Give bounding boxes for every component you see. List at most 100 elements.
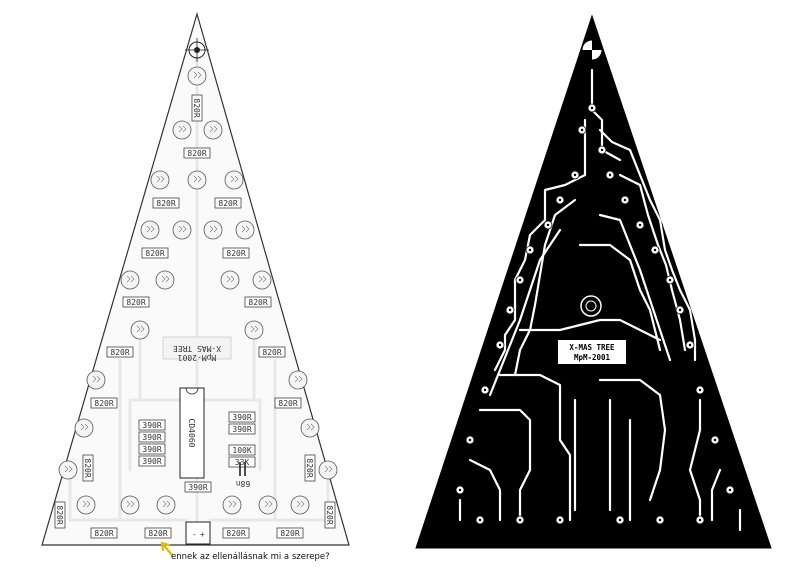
led-mark (136, 325, 145, 333)
resistor-label: 820R (94, 399, 113, 408)
led-body (288, 370, 308, 390)
led-body (220, 270, 240, 290)
copper-trace (710, 468, 722, 522)
led-icon (172, 220, 192, 240)
pad-icon (615, 515, 625, 525)
pad-icon (465, 435, 475, 445)
led-body (140, 220, 160, 240)
resistor-icon: 820R (214, 197, 242, 209)
pad-hole (478, 518, 482, 522)
led-group (58, 66, 338, 515)
led-mark (209, 225, 218, 233)
led-icon (244, 320, 264, 340)
led-body (120, 270, 140, 290)
led-body (86, 370, 106, 390)
resistor-body (184, 481, 212, 493)
resistor-icon: 33K (228, 456, 256, 468)
led-body (300, 418, 320, 438)
resistor-label: 820R (248, 298, 267, 307)
led-icon (224, 170, 244, 190)
resistor-body (304, 454, 316, 482)
resistor-label: 390R (142, 457, 161, 466)
copper-pads (455, 103, 735, 525)
led-body (187, 66, 207, 86)
pad-icon (505, 305, 515, 315)
led-icon (120, 495, 140, 515)
pad-icon (570, 170, 580, 180)
resistor-label: 820R (94, 529, 113, 538)
resistor-icon: 820R (141, 247, 169, 259)
pad-hole (600, 148, 604, 152)
copper-trace (598, 378, 667, 502)
copper-title-line-1: X-MAS TREE (569, 343, 615, 352)
resistor-label: 390R (142, 421, 161, 430)
pad-hole (590, 106, 594, 110)
resistor-group: 820R 820R 820R 820R 820R 820R 820R 820R 820R 820R… (54, 94, 336, 539)
resistor-body (274, 397, 302, 409)
resistor-body (138, 431, 166, 443)
led-icon (187, 66, 207, 86)
resistor-body (228, 423, 256, 435)
led-body (203, 120, 223, 140)
copper-trace (578, 243, 662, 352)
led-mark (161, 275, 170, 283)
capacitor: 68n (236, 462, 250, 488)
pad-hole (653, 248, 657, 252)
led-body (244, 320, 264, 340)
copper-side-layout: X-MAS TREE MpM-2001 (415, 14, 772, 549)
resistor-icon: 390R (184, 481, 212, 493)
pad-hole (658, 518, 662, 522)
led-icon (74, 418, 94, 438)
resistor-icon: 820R (222, 527, 250, 539)
resistor-body (152, 197, 180, 209)
resistor-label: 820R (325, 505, 334, 524)
led-mark (230, 175, 239, 183)
connector-minus-label: - (192, 530, 197, 539)
led-icon (258, 495, 278, 515)
led-icon (58, 460, 78, 480)
led-mark (178, 225, 187, 233)
resistor-body (82, 454, 94, 482)
resistor-icon: 820R (244, 296, 272, 308)
resistor-body (106, 346, 134, 358)
pad-hole (623, 198, 627, 202)
resistor-body (183, 147, 211, 159)
led-body (172, 220, 192, 240)
pad-hole (458, 488, 462, 492)
pad-hole (518, 278, 522, 282)
resistor-body (90, 527, 118, 539)
pad-icon (597, 145, 607, 155)
led-body (203, 220, 223, 240)
resistor-body (122, 296, 150, 308)
led-icon (155, 270, 175, 290)
led-icon (130, 320, 150, 340)
resistor-icon: 820R (222, 247, 250, 259)
connector-plus-label: + (200, 530, 205, 539)
resistor-label: 100K (232, 446, 251, 455)
resistor-icon: 390R (138, 431, 166, 443)
pad-icon (555, 515, 565, 525)
resistor-body (138, 455, 166, 467)
led-mark (306, 423, 315, 431)
resistor-icon: 820R (324, 501, 336, 529)
resistor-label: 33K (235, 458, 250, 467)
pad-icon (475, 515, 485, 525)
pad-hole (508, 308, 512, 312)
resistor-icon: 820R (90, 527, 118, 539)
resistor-icon: 820R (82, 454, 94, 482)
copper-trace (598, 128, 697, 362)
led-mark (126, 500, 135, 508)
led-body (290, 495, 310, 515)
resistor-label: 820R (55, 505, 64, 524)
trace (68, 468, 188, 522)
resistor-label: 390R (142, 433, 161, 442)
copper-board-outline (415, 14, 772, 549)
resistor-label: 820R (280, 529, 299, 538)
copper-title-line-2: MpM-2001 (574, 353, 611, 362)
pad-hole (698, 518, 702, 522)
pad-hole (558, 198, 562, 202)
led-icon (220, 270, 240, 290)
copper-trace (518, 318, 662, 342)
pad-hole (528, 248, 532, 252)
led-mark (324, 465, 333, 473)
